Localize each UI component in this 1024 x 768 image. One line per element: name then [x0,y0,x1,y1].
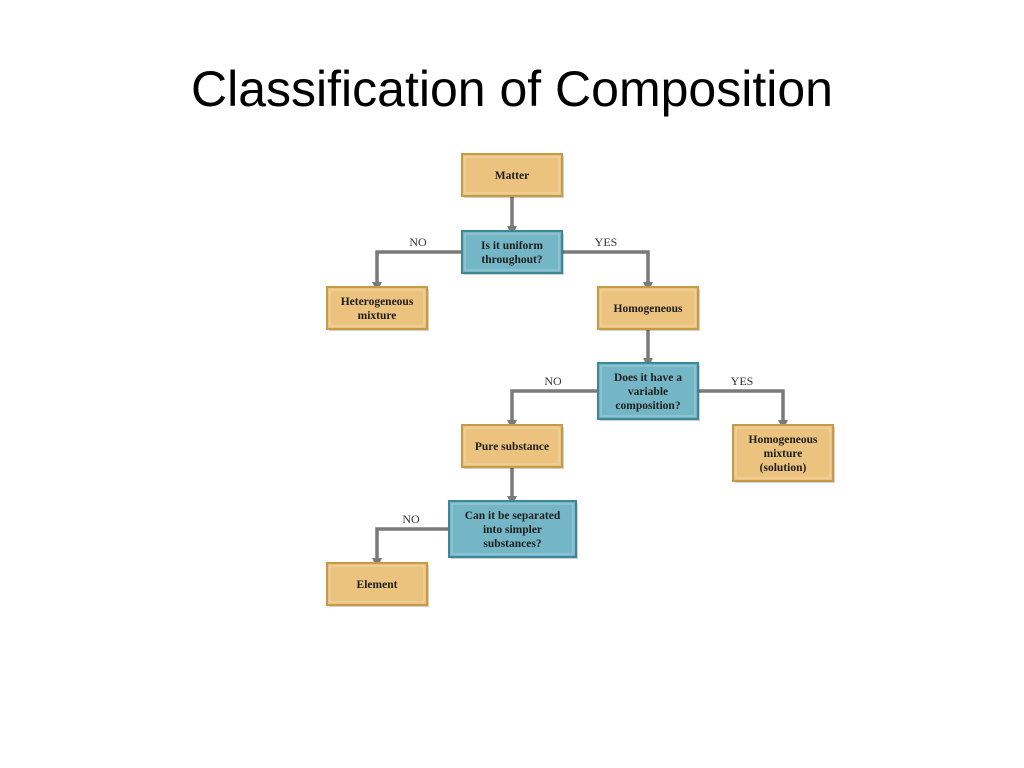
node-matter: Matter [461,153,564,198]
variable-no-arrow [507,389,598,430]
node-matter-label: Matter [495,170,529,182]
slide-title: Classification of Composition [191,61,833,117]
edge-label-uniform-no: NO [409,235,427,249]
variable-yes-arrow [698,389,788,430]
separated-no-arrow [372,527,449,568]
uniform-no-arrow [372,250,462,292]
edge-label-uniform-yes: YES [595,235,618,249]
edge-label-variable-yes: YES [731,374,754,388]
node-pure-label: Pure substance [475,441,549,453]
node-homogeneous-label: Homogeneous [614,303,684,315]
node-pure: Pure substance [461,424,564,469]
node-element-label: Element [357,579,398,591]
edge-label-separated-no: NO [402,512,420,526]
node-homogeneous: Homogeneous [597,286,700,331]
uniform-yes-arrow [562,250,653,292]
edge-label-variable-no: NO [544,374,562,388]
node-element: Element [326,562,429,607]
